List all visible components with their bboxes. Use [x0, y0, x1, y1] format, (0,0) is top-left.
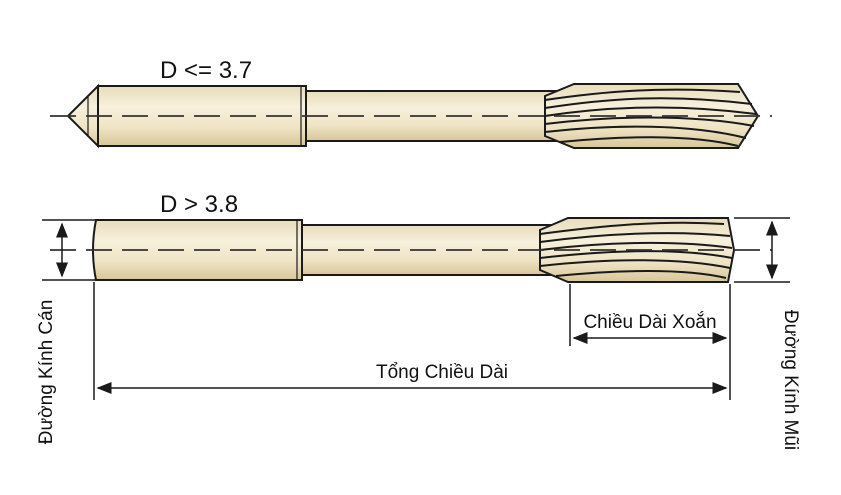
tip-diameter-label: Đường Kính Mũi [780, 310, 801, 450]
dimensions [42, 217, 790, 400]
flutes [539, 221, 733, 279]
bottom-label: D > 3.8 [160, 191, 238, 218]
reamer-large: D > 3.8 [50, 191, 772, 283]
flute-length-label: Chiều Dài Xoắn [583, 311, 716, 333]
top-label: D <= 3.7 [160, 57, 252, 84]
reamer-small: D <= 3.7 [50, 57, 772, 149]
flutes [544, 88, 757, 147]
shank-diameter-label: Đường Kính Cán [36, 300, 57, 445]
total-length-label: Tổng Chiều Dài [376, 362, 508, 383]
